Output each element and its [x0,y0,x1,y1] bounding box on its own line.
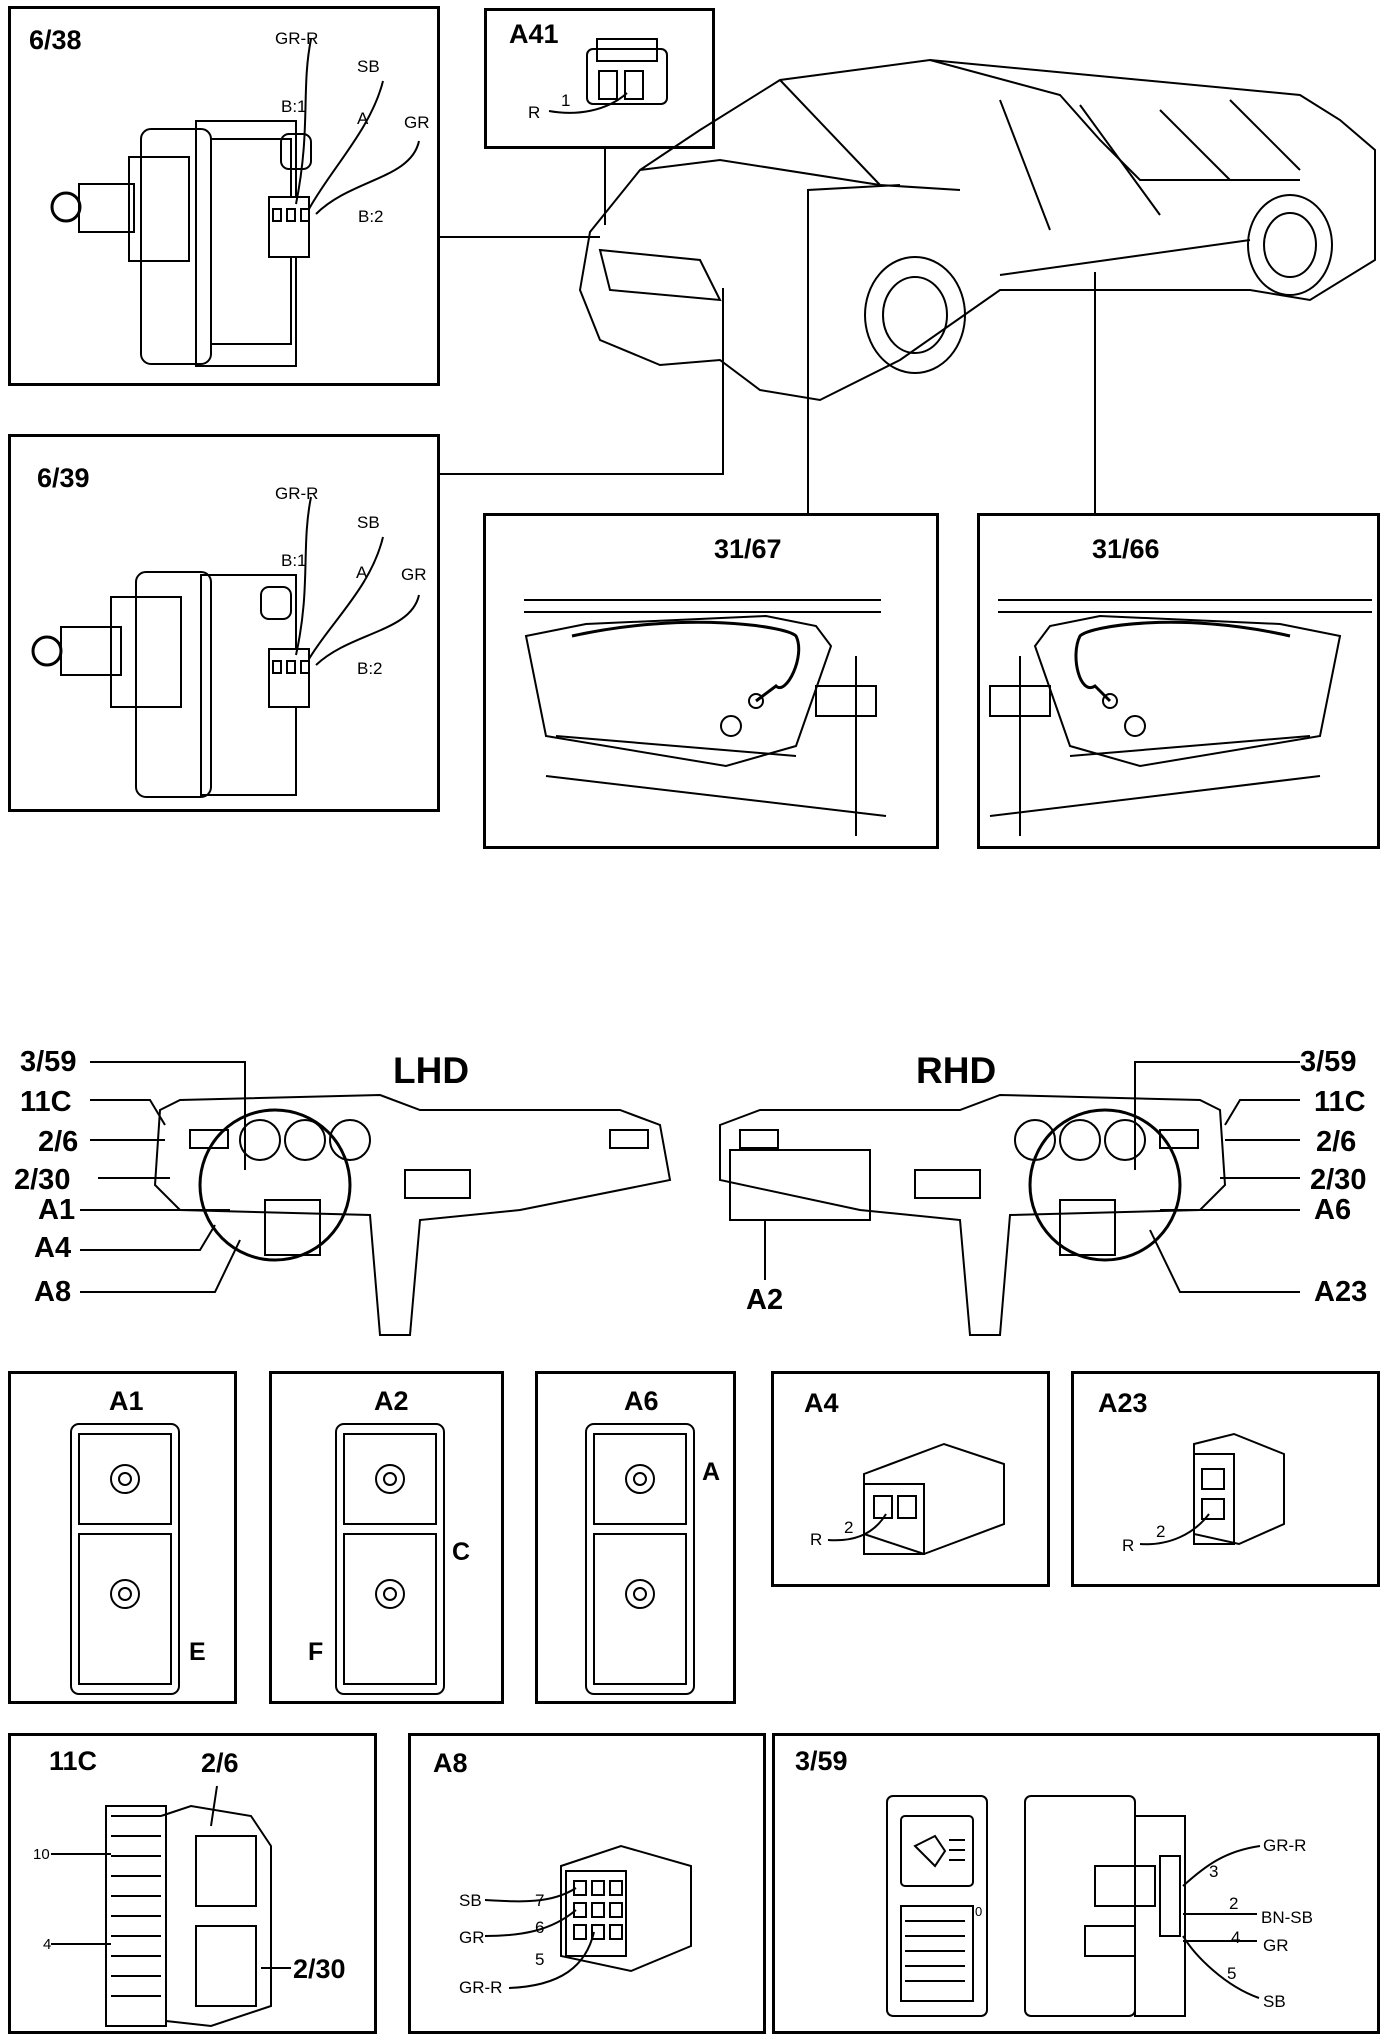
pin-label-1: 1 [561,91,571,110]
pin-label-a: A [357,109,369,128]
wire-label-r: R [810,1530,823,1549]
scale-mark-0: 0 [975,1904,983,1919]
panel-title: 31/67 [714,534,782,564]
panel-connector-a6: A6 A [535,1371,736,1704]
wire-label-sb: SB [459,1891,482,1910]
connector-a4-drawing [827,1442,1005,1556]
rhd-label-a6: A6 [1314,1194,1352,1226]
lhd-label-3-59: 3/59 [20,1046,77,1078]
panel-title: 31/66 [1092,534,1160,564]
connector-tag-e: E [189,1638,206,1666]
connector-a8-drawing [484,1844,692,1989]
dashboard-drawing [80,1061,1300,1336]
connector-a41-drawing [548,38,668,114]
wire-label-gr: GR [459,1928,485,1947]
wire-label-r: R [528,103,541,122]
panel-connector-a4: A4 2 R [771,1371,1050,1587]
rhd-heading: RHD [916,1050,997,1091]
lhd-label-2-30: 2/30 [14,1164,71,1196]
panel-title: A8 [433,1748,468,1778]
panel-title: A6 [624,1386,659,1416]
connector-tag-f: F [308,1638,324,1666]
lhd-label-a4: A4 [34,1232,72,1264]
panel-switch-11c: 11C 2/6 2/30 10 4 [8,1733,377,2034]
panel-switch-3-59: 3/59 GR-R 3 2 BN-SB 4 GR 5 SB 0 [772,1733,1380,2034]
panel-connector-a1: A1 E [8,1371,237,1704]
panel-connector-a2: A2 C F [269,1371,504,1704]
connector-tag-a: A [702,1458,721,1486]
wire-label-r: R [1122,1536,1135,1555]
wire-label-gr-r: GR-R [275,484,319,503]
pin-label-b2: B:2 [357,659,383,678]
panel-title: A41 [509,19,559,49]
panel-title: 3/59 [795,1746,848,1776]
lhd-label-2-6: 2/6 [38,1126,79,1158]
pin-label-b2: B:2 [358,207,384,226]
switch-3-59-drawing [886,1795,1261,2017]
panel-connector-a23: A23 2 R [1071,1371,1380,1587]
door-interior-drawing [989,599,1372,836]
wire-label-gr: GR [404,113,430,132]
rhd-label-a2: A2 [746,1284,784,1316]
pin-label-2: 2 [1156,1522,1166,1541]
connector-a2-drawing [335,1423,445,1695]
rhd-label-11c: 11C [1314,1086,1366,1118]
wire-label-sb: SB [357,513,380,532]
panel-headlight-motor-6-39: 6/39 GR-R SB B:1 A GR B:2 [8,434,440,812]
lhd-label-11c: 11C [20,1086,72,1118]
lhd-label-a8: A8 [34,1276,72,1308]
pin-label-2: 2 [844,1518,854,1537]
panel-title: 11C [49,1746,98,1776]
wire-label-gr-r: GR-R [1263,1836,1307,1855]
lhd-label-a1: A1 [38,1194,76,1226]
rhd-label-2-6: 2/6 [1316,1126,1357,1158]
panel-title: A1 [109,1386,144,1416]
panel-door-31-67: 31/67 [483,513,939,849]
rhd-label-3-59: 3/59 [1300,1046,1357,1078]
panel-title: A2 [374,1386,409,1416]
door-interior-drawing [524,599,887,836]
wire-label-sb: SB [1263,1992,1286,2011]
rhd-label-2-30: 2/30 [1310,1164,1367,1196]
panel-title: A4 [804,1388,839,1418]
panel-title: 6/38 [29,25,82,55]
panel-headlight-motor-6-38: 6/38 GR-R SB B:1 A GR B:2 [8,6,440,386]
car-overview-drawing [440,58,1376,517]
wire-label-gr-r: GR-R [459,1978,503,1997]
pin-label-4: 4 [1231,1928,1241,1947]
connector-tag-c: C [452,1538,471,1566]
pin-label-6: 6 [535,1918,545,1937]
switch-11c-drawing [51,1785,291,2028]
headlight-motor-drawing [50,38,420,367]
pin-label-10: 10 [33,1846,50,1863]
pin-label-2: 2 [1229,1894,1239,1913]
sub-label-2-30: 2/30 [293,1954,346,1984]
sub-label-2-6: 2/6 [201,1748,239,1778]
pin-label-b1: B:1 [281,551,307,570]
panel-connector-a41: A41 R 1 [484,8,715,149]
panel-door-31-66: 31/66 [977,513,1380,849]
rhd-label-a23: A23 [1314,1276,1368,1308]
wire-label-gr: GR [401,565,427,584]
wire-label-sb: SB [357,57,380,76]
connector-a6-drawing [585,1423,695,1695]
pin-label-5: 5 [1227,1964,1237,1983]
connector-a1-drawing [70,1423,180,1695]
headlight-motor-drawing [31,496,420,798]
wire-label-gr: GR [1263,1936,1289,1955]
panel-connector-a8: A8 SB 7 GR 6 5 GR-R [408,1733,766,2034]
wire-label-bn-sb: BN-SB [1261,1908,1313,1927]
pin-label-a: A [356,563,368,582]
pin-label-b1: B:1 [281,97,307,116]
pin-label-4: 4 [43,1936,52,1953]
connector-a23-drawing [1139,1432,1285,1546]
pin-label-3: 3 [1209,1862,1219,1881]
wire-label-gr-r: GR-R [275,29,319,48]
panel-title: 6/39 [37,463,90,493]
panel-title: A23 [1098,1388,1148,1418]
pin-label-5: 5 [535,1950,545,1969]
lhd-heading: LHD [393,1050,470,1091]
